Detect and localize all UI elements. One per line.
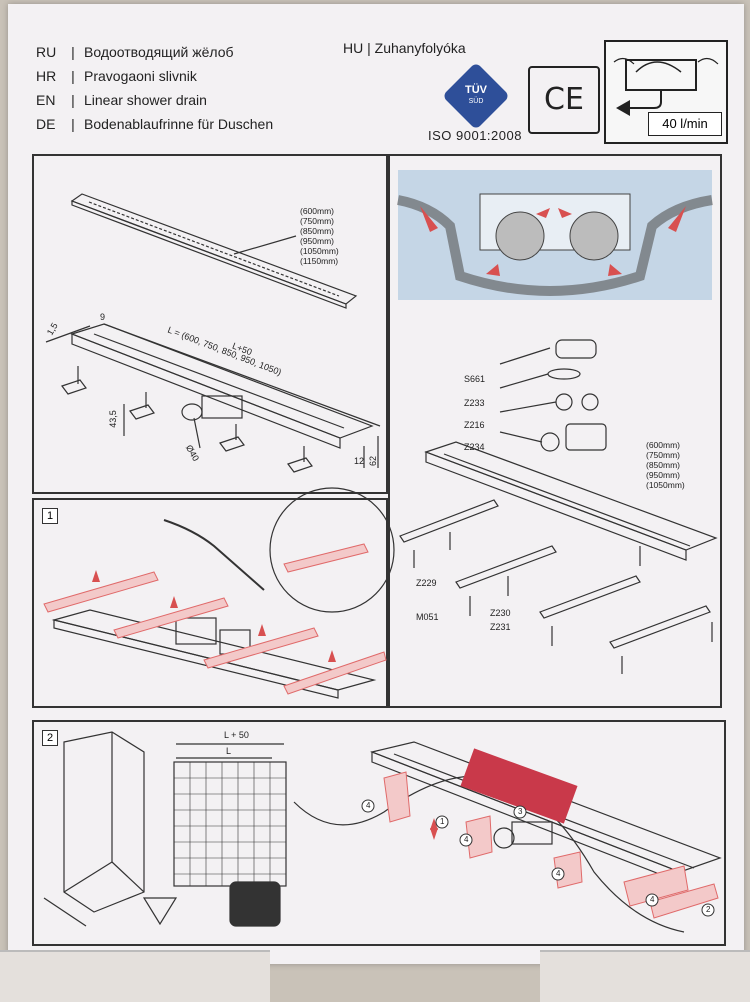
- size-item: (1050mm): [646, 480, 685, 490]
- size-item: (950mm): [300, 236, 335, 246]
- size-item: (750mm): [300, 216, 335, 226]
- marker-3: 3: [518, 807, 523, 816]
- marker-4b: 4: [464, 835, 469, 844]
- dim-top: 9: [100, 312, 106, 322]
- lang-row-de: DE|Bodenablaufrinne für Duschen: [36, 116, 274, 132]
- size-item: (850mm): [300, 226, 335, 236]
- panel-exploded-view: S661 Z233 Z216 Z234 (600mm) (750mm) (850…: [388, 154, 722, 708]
- part-label-z216: Z216: [464, 420, 485, 430]
- size-item: (1150mm): [300, 256, 339, 266]
- door-panel-right: [540, 950, 750, 1002]
- size-item: (1050mm): [300, 246, 339, 256]
- tuv-sub: SÜD: [468, 98, 484, 105]
- door-panel-left: [0, 950, 270, 1002]
- marker-4d: 4: [650, 895, 655, 904]
- dim-outer: L + 50: [224, 730, 249, 740]
- part-label-z234: Z234: [464, 442, 485, 452]
- step-2-drawing: [43, 731, 722, 933]
- size-item: (600mm): [300, 206, 335, 216]
- part-label-z230: Z230: [490, 608, 511, 618]
- lang-row-ru: RU|Водоотводящий жёлоб: [36, 44, 234, 60]
- step-1-number: 1: [42, 508, 58, 524]
- lang-row-hu: HU | Zuhanyfolyóka: [343, 40, 466, 56]
- tuv-main: TÜV: [465, 84, 487, 96]
- drain-dimension-drawing: [45, 193, 381, 473]
- dim-height: 43,5: [107, 410, 118, 428]
- part-label-z231: Z231: [490, 622, 511, 632]
- dim-62: 62: [368, 455, 379, 467]
- marker-2: 2: [706, 905, 711, 914]
- size-item: (750mm): [646, 450, 681, 460]
- lang-text: Pravogaoni slivnik: [84, 68, 197, 84]
- part-label-m051: M051: [416, 612, 439, 622]
- size-item: (600mm): [646, 440, 681, 450]
- step-1-drawing: [43, 487, 395, 699]
- exploded-parts-drawing: [399, 339, 718, 674]
- part-label-z233: Z233: [464, 398, 485, 408]
- panel-dimensions: (600mm) (750mm) (850mm) (950mm) (1050mm)…: [32, 154, 388, 494]
- dim-12: 12: [354, 456, 365, 466]
- lang-code: DE: [36, 116, 56, 132]
- part-label-z229: Z229: [416, 578, 437, 588]
- drain-flow-icon: [613, 57, 719, 116]
- flow-rate-label: 40 l/min: [648, 112, 722, 136]
- size-item: (950mm): [646, 470, 681, 480]
- part-label-s661: S661: [464, 374, 486, 384]
- lang-text: Bodenablaufrinne für Duschen: [84, 116, 274, 132]
- iso-label: ISO 9001:2008: [428, 128, 522, 143]
- marker-1: 1: [440, 817, 445, 826]
- ce-mark: CE: [528, 66, 600, 134]
- lang-code: HR: [36, 68, 57, 84]
- instruction-sheet: RU|Водоотводящий жёлоб HR|Pravogaoni sli…: [8, 4, 744, 964]
- lang-row-hr: HR|Pravogaoni slivnik: [36, 68, 197, 84]
- lang-code: EN: [36, 92, 56, 108]
- dim-inner: L: [226, 746, 232, 756]
- tuv-badge-text: TÜV SÜD: [454, 84, 498, 108]
- lang-code: RU: [36, 44, 57, 60]
- drain-cross-section: [396, 170, 713, 300]
- length-size-list: (600mm) (750mm) (850mm) (950mm) (1050mm)…: [300, 206, 339, 266]
- lang-text: Linear shower drain: [84, 92, 207, 108]
- lang-text: Водоотводящий жёлоб: [84, 44, 234, 60]
- exploded-size-list: (600mm) (750mm) (850mm) (950mm) (1050mm): [646, 440, 685, 490]
- panel-step-1: 1: [32, 487, 395, 708]
- marker-4a: 4: [366, 801, 371, 810]
- marker-4c: 4: [556, 869, 561, 878]
- panel-step-2: 2: [32, 720, 726, 946]
- step-2-number: 2: [42, 730, 58, 746]
- lang-row-en: EN|Linear shower drain: [36, 92, 207, 108]
- size-item: (850mm): [646, 460, 681, 470]
